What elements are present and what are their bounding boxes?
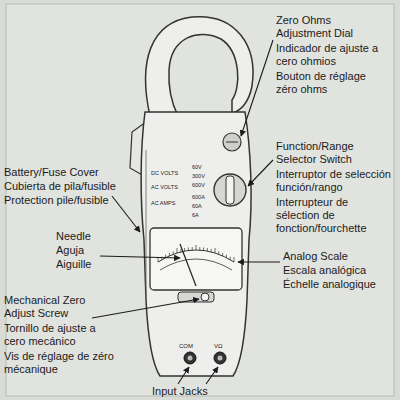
- clamp-jaw: [146, 17, 253, 116]
- callout-label: Interrupteur de sélection de fonction/fo…: [276, 196, 394, 236]
- scale-tick: [196, 245, 197, 250]
- selector-dial: [214, 174, 246, 206]
- callout-label: Zero Ohms Adjustment Dial: [276, 14, 388, 40]
- callout-label: Tornillo de ajuste a cero mecánico: [4, 322, 116, 348]
- scale-tick: [226, 255, 227, 258]
- meter-body: [141, 112, 251, 376]
- leader-line: [100, 256, 180, 258]
- leader-lines: [92, 40, 280, 384]
- callout-label: Cubierta de pila/fusible: [4, 180, 134, 193]
- callout-label: Interruptor de selección función/rango: [276, 168, 394, 194]
- scale-tick: [177, 248, 178, 253]
- scale-tick: [207, 248, 208, 251]
- callout-label: Input Jacks: [152, 385, 232, 398]
- scale-tick: [188, 247, 189, 250]
- jack-label: VΩ: [214, 343, 234, 350]
- battery-cover-seam: [146, 150, 147, 300]
- callout-label: Échelle analogique: [283, 278, 393, 291]
- zero-screw-housing: [178, 292, 214, 302]
- leader-line: [206, 367, 218, 384]
- leader-line: [238, 261, 280, 262]
- scale-arc: [158, 250, 234, 262]
- callout-label: Analog Scale: [283, 250, 393, 263]
- range-label: 300V: [192, 173, 212, 180]
- scale-tick: [199, 247, 200, 250]
- callout-label: Aguja: [56, 244, 116, 257]
- scale-tick: [234, 257, 235, 262]
- range-label: 60V: [192, 164, 212, 171]
- callout-label: Battery/Fuse Cover: [4, 166, 134, 179]
- leader-line: [112, 196, 140, 232]
- display-window: [150, 228, 242, 290]
- scale-tick: [211, 249, 212, 252]
- needle: [180, 244, 196, 286]
- callout-label: Protection pile/fusible: [4, 194, 134, 207]
- knob-slot: [226, 142, 238, 143]
- callout-label: Function/Range Selector Switch: [276, 140, 394, 166]
- leader-line: [248, 160, 273, 186]
- scale-tick: [180, 249, 181, 252]
- scale-ticks: [158, 245, 234, 262]
- callout-label: Mechanical Zero Adjust Screw: [4, 294, 104, 320]
- function-label: AC VOLTS: [151, 184, 189, 191]
- zero-screw: [201, 293, 209, 301]
- scale-arc: [160, 259, 232, 270]
- jack-hole: [218, 356, 223, 361]
- leader-line: [178, 367, 189, 384]
- jack-label: COM: [179, 343, 203, 350]
- range-label: 600V: [192, 182, 212, 189]
- callout-label: Bouton de réglage zéro ohms: [276, 70, 388, 96]
- input-jack: [184, 352, 196, 364]
- callout-label: Vis de réglage de zéro mécanique: [4, 350, 116, 376]
- selector-knob: [226, 176, 234, 204]
- scale-tick: [222, 253, 223, 256]
- scale-tick: [218, 251, 219, 254]
- callout-label: Aiguille: [56, 258, 116, 271]
- scale-tick: [215, 248, 216, 253]
- zero-ohms-knob: [223, 133, 241, 151]
- jack-hole: [188, 356, 193, 361]
- scale-tick: [192, 247, 193, 250]
- range-label: 60A: [192, 203, 212, 210]
- scale-tick: [230, 257, 231, 260]
- function-label: AC AMPS: [151, 200, 189, 207]
- callout-label: Needle: [56, 230, 116, 243]
- leader-line: [92, 299, 199, 318]
- input-jack: [214, 352, 226, 364]
- scale-tick: [169, 253, 170, 256]
- callout-label: Escala analógica: [283, 264, 393, 277]
- range-label: 6A: [192, 212, 212, 219]
- function-label: DC VOLTS: [151, 170, 189, 177]
- callout-label: Indicador de ajuste a cero ohmios: [276, 42, 388, 68]
- scale-tick: [173, 251, 174, 254]
- scale-tick: [184, 248, 185, 251]
- range-label: 600A: [192, 194, 212, 201]
- leader-line: [241, 40, 273, 136]
- scale-tick: [203, 247, 204, 250]
